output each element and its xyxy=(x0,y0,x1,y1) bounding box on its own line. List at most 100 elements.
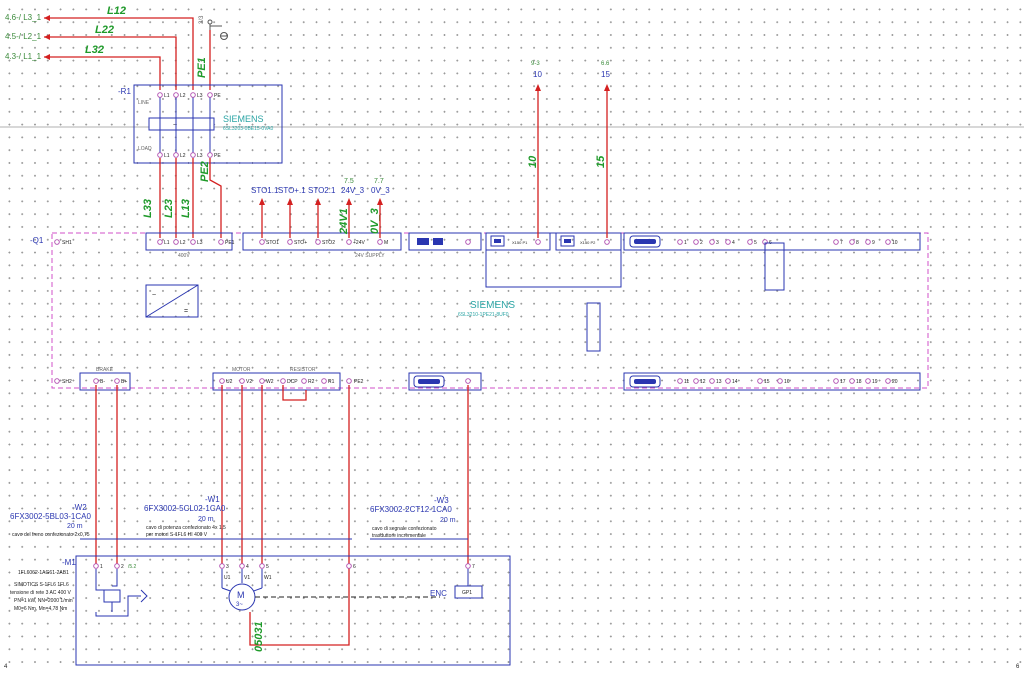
brake-icon xyxy=(140,589,148,603)
power-term-l2: L2 xyxy=(180,240,186,246)
sub-d-icon-encoder xyxy=(413,375,445,388)
w2-tag: -W2 xyxy=(72,503,87,512)
motor-tag: -M1 xyxy=(62,558,76,567)
sto-label-5: 0V_3 xyxy=(371,186,390,195)
sub-d-icon-top xyxy=(629,235,661,248)
usb-icon xyxy=(417,238,429,245)
io-bot-terminal-6 xyxy=(777,378,783,384)
brake-term-2: B+ xyxy=(121,379,127,385)
io-top-terminal-7 xyxy=(833,239,839,245)
motor-term-u: U2 xyxy=(226,379,233,385)
w1-code: 6FX3002-5CL02-1CA0 xyxy=(144,504,226,513)
wire-pe1-label: PE1 xyxy=(196,57,208,78)
inverter-symbol xyxy=(145,284,199,318)
sh1-label: SH1 xyxy=(62,240,72,246)
motor-connector xyxy=(212,372,341,391)
rj45-icon-2 xyxy=(560,235,575,247)
wire-05031-label: 05031 xyxy=(253,621,265,652)
filter-wires xyxy=(159,95,211,155)
motor-term-w: W2 xyxy=(266,379,274,385)
filter-tag: -R1 xyxy=(118,87,131,96)
motor-term-4: 4 xyxy=(246,564,249,570)
sub-d-icon-bottom xyxy=(629,375,661,388)
side-connector xyxy=(586,302,601,352)
io-top-terminal-2 xyxy=(693,239,699,245)
io-bot-label-2: 12 xyxy=(700,379,706,385)
io-bot-label-5: 15 xyxy=(764,379,770,385)
motor-cables xyxy=(80,385,469,646)
filter-symbol: ~ xyxy=(173,122,177,129)
sto-term-3: STO2 xyxy=(322,240,335,246)
eth1-term-label: X150 P1 xyxy=(512,240,528,245)
power-term-pe1: PE1 xyxy=(225,240,235,246)
motor-pe-ref: /5.2 xyxy=(128,564,137,570)
line-filter-box xyxy=(133,84,283,164)
supply-l1-label: 4.3-/ L1_1 xyxy=(5,52,42,61)
io-top-terminal-1 xyxy=(677,239,683,245)
res-term-dcp: DCP xyxy=(287,379,298,385)
io-top-label-5: 5 xyxy=(754,240,757,246)
motor-desc-3: PN=1 kW, NN=2000 1/min xyxy=(14,598,73,604)
w2-length: 20 m xyxy=(67,523,83,530)
io-bot-terminal-3 xyxy=(709,378,715,384)
sto-term-4: +24V xyxy=(353,240,365,246)
motor-w1: W1 xyxy=(264,575,272,581)
io-top-label-9: 9 xyxy=(872,240,875,246)
rj45-icon-1 xyxy=(490,235,505,247)
brake-connector xyxy=(79,372,131,391)
io-top-terminal-3 xyxy=(709,239,715,245)
w3-code: 6FX3002-2CT12-1CA0 xyxy=(370,505,452,514)
motor-code: 1FL6062-1AG61-2AB1 xyxy=(18,570,69,576)
motor-term-5: 5 xyxy=(266,564,269,570)
motor-caption: MOTOR xyxy=(232,367,251,373)
io-top-label-4: 4 xyxy=(732,240,735,246)
io-bot-label-4: 14 xyxy=(732,379,738,385)
sto-term-2: STO+ xyxy=(294,240,307,246)
io-bot-terminal-8 xyxy=(849,378,855,384)
page-left: 4 xyxy=(4,664,8,670)
io-top-label-10: 10 xyxy=(892,240,898,246)
res-term-r2: R2 xyxy=(308,379,315,385)
sto-term-5: M xyxy=(384,240,388,246)
sh2-label: SH2 xyxy=(62,379,72,385)
wire-l12-label: L12 xyxy=(107,5,126,17)
supply-l2-label: 4.5-/ L2_1 xyxy=(5,32,42,41)
io-bot-label-1: 11 xyxy=(684,379,689,385)
motor-term-v: V2 xyxy=(246,379,252,385)
filter-in-3: L3 xyxy=(197,93,203,99)
filter-in-1: L1 xyxy=(164,93,170,99)
io-bot-label-3: 13 xyxy=(716,379,722,385)
sto-connector xyxy=(242,232,402,251)
sto-wires xyxy=(259,198,383,238)
sd-card-icon xyxy=(433,238,443,245)
drive-outline xyxy=(51,232,929,389)
filter-out-3: L3 xyxy=(197,153,203,159)
io-top-terminal-10 xyxy=(885,239,891,245)
svg-text:=: = xyxy=(184,308,188,315)
brake-term-1: B- xyxy=(100,379,105,385)
w1-desc-1: cavo di potenza confezionato 4x 1,5 xyxy=(146,525,226,531)
io-bot-label-8: 18 xyxy=(856,379,862,385)
filter-brand: SIEMENS xyxy=(223,114,264,124)
motor-box xyxy=(75,555,511,666)
power-connector-terminals xyxy=(157,239,224,245)
io-bot-terminal-4 xyxy=(725,378,731,384)
sto-caption: 24V SUPPLY xyxy=(355,253,385,259)
io-bot-label-10: 20 xyxy=(892,379,898,385)
io-top-terminal-4 xyxy=(725,239,731,245)
w3-tag: -W3 xyxy=(434,496,449,505)
motor-term-2: 2 xyxy=(121,564,124,570)
w1-tag: -W1 xyxy=(205,495,220,504)
io-connector-top xyxy=(623,232,921,251)
wire-l32-label: L32 xyxy=(85,44,104,56)
w2-description: cavo del freno confezionato 2x0,75 xyxy=(12,532,90,538)
motor-v1: V1 xyxy=(244,575,250,581)
pe-ref-label: 3/3 xyxy=(199,15,205,24)
io-bot-label-7: 17 xyxy=(840,379,846,385)
filter-terminals xyxy=(157,92,213,158)
sto-term-1: STO1 xyxy=(266,240,279,246)
io-bot-terminal-10 xyxy=(885,378,891,384)
brake-coil xyxy=(103,589,121,603)
motor-term-6: 6 xyxy=(353,564,356,570)
sto-label-1: STO1.1 xyxy=(251,186,279,195)
